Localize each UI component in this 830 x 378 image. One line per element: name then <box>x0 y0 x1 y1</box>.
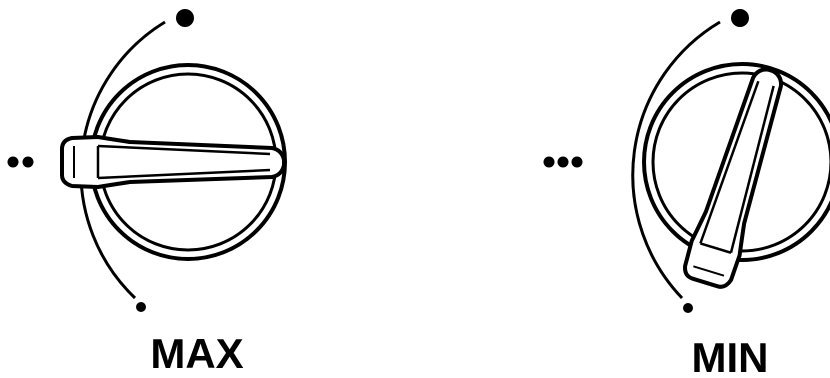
knob-max: MAX <box>8 9 286 377</box>
mark-left-dot1-min <box>544 157 555 168</box>
mark-top-max <box>176 9 194 27</box>
mark-bottom-max <box>136 302 146 312</box>
label-min: MIN <box>692 334 769 378</box>
mark-bottom-min <box>683 303 693 313</box>
label-max: MAX <box>150 330 243 377</box>
mark-left-dot1-max <box>8 157 19 168</box>
mark-left-dot3-min <box>572 157 583 168</box>
mark-left-dot2-min <box>558 157 569 168</box>
mark-top-min <box>731 9 749 27</box>
knob-min: MIN <box>544 9 830 378</box>
mark-left-dot2-max <box>23 157 34 168</box>
